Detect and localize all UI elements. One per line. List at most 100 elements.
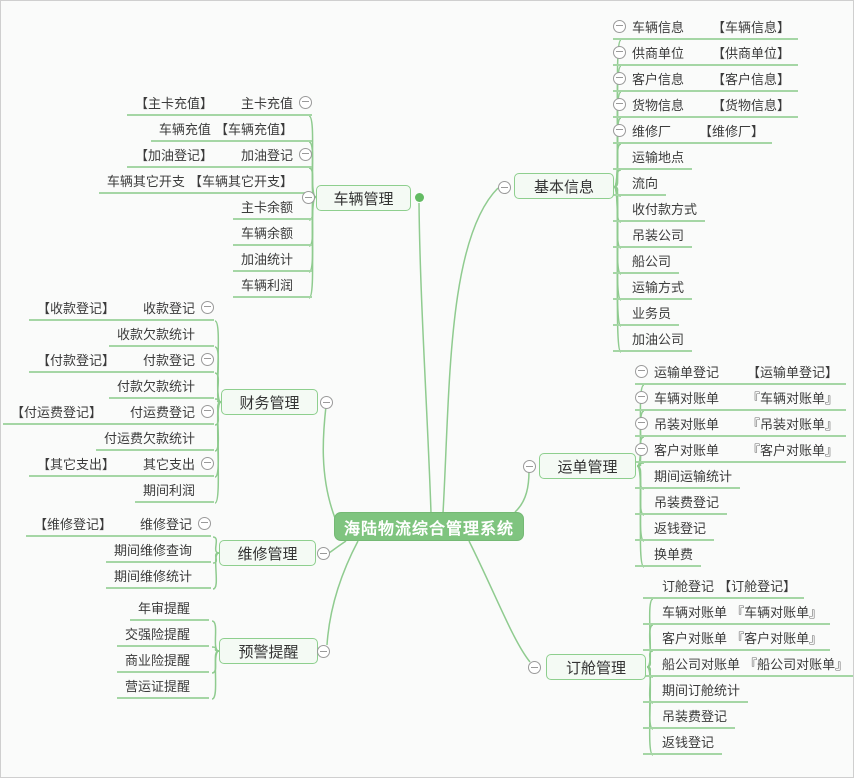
- mindmap-node[interactable]: 车辆利润: [232, 272, 312, 298]
- mindmap-node[interactable]: 船公司: [613, 248, 680, 274]
- collapse-icon[interactable]: [635, 390, 648, 404]
- topic-waybill-management[interactable]: 运单管理: [539, 453, 636, 479]
- collapse-icon[interactable]: [498, 181, 511, 194]
- topic-basic-info[interactable]: 基本信息: [514, 173, 614, 199]
- collapse-icon[interactable]: [201, 300, 214, 314]
- node-label: 收款欠款统计: [116, 327, 195, 343]
- mindmap-node[interactable]: 订舱登记 【订舱登记】: [643, 573, 805, 599]
- mindmap-node[interactable]: 【收款登记】收款登记: [28, 295, 214, 321]
- mindmap-node[interactable]: 期间维修查询: [105, 537, 211, 563]
- mindmap-node[interactable]: 车辆对账单『车辆对账单』: [635, 385, 847, 411]
- mindmap-node[interactable]: 流向: [613, 170, 667, 196]
- mindmap-node[interactable]: 付款欠款统计: [108, 373, 214, 399]
- collapse-icon[interactable]: [613, 123, 626, 137]
- collapse-icon[interactable]: [613, 97, 626, 111]
- collapse-icon[interactable]: [635, 442, 648, 456]
- mindmap-node[interactable]: 【付运费登记】付运费登记: [2, 399, 214, 425]
- collapse-icon[interactable]: [299, 95, 312, 109]
- mindmap-node[interactable]: 交强险提醒: [116, 621, 209, 647]
- mindmap-node[interactable]: 加油公司: [613, 326, 693, 352]
- node-label: 吊装费登记: [662, 709, 728, 725]
- node-label: 收付款方式: [632, 202, 698, 218]
- collapse-icon[interactable]: [635, 364, 648, 378]
- node-tag-label: 『吊装对账单』: [747, 417, 839, 433]
- mindmap-node[interactable]: 维修厂【维修厂】: [613, 118, 773, 144]
- collapse-icon[interactable]: [317, 547, 330, 560]
- mindmap-node[interactable]: 加油统计: [232, 246, 312, 272]
- node-label: 加油统计: [240, 252, 293, 268]
- collapse-icon[interactable]: [201, 456, 214, 470]
- mindmap-node[interactable]: 吊装费登记: [635, 489, 728, 515]
- mindmap-node[interactable]: 车辆其它开支 【车辆其它开支】: [98, 168, 312, 194]
- mindmap-node[interactable]: 业务员: [613, 300, 680, 326]
- mindmap-node[interactable]: 【其它支出】其它支出: [28, 451, 214, 477]
- mindmap-node[interactable]: 收付款方式: [613, 196, 706, 222]
- mindmap-node[interactable]: 客户对账单 『客户对账单』: [643, 625, 831, 651]
- mindmap-node[interactable]: 收款欠款统计: [108, 321, 214, 347]
- node-label: 期间维修查询: [113, 543, 192, 559]
- mindmap-node[interactable]: 吊装对账单 『吊装对账单』: [635, 411, 847, 437]
- mindmap-node[interactable]: 【付款登记】付款登记: [28, 347, 214, 373]
- node-label: 车辆信息: [632, 20, 685, 36]
- mindmap-node[interactable]: 车辆充值 【车辆充值】: [150, 116, 312, 142]
- node-label: 吊装对账单: [654, 417, 720, 433]
- collapse-icon[interactable]: [613, 19, 626, 33]
- mindmap-node[interactable]: 客户信息【客户信息】: [613, 66, 799, 92]
- mindmap-node[interactable]: 船公司对账单 『船公司对账单』: [643, 651, 853, 677]
- mindmap-node[interactable]: 车辆信息 【车辆信息】: [613, 14, 799, 40]
- branch-waybill-rows: 运输单登记【运输单登记】车辆对账单『车辆对账单』吊装对账单 『吊装对账单』客户对账…: [635, 359, 847, 567]
- collapse-icon[interactable]: [528, 661, 541, 674]
- mindmap-node[interactable]: 换单费: [635, 541, 702, 567]
- collapse-icon[interactable]: [523, 460, 536, 473]
- mindmap-node[interactable]: 【加油登记】加油登记: [126, 142, 312, 168]
- collapse-icon[interactable]: [302, 191, 315, 204]
- mindmap-node[interactable]: 返钱登记: [635, 515, 715, 541]
- mindmap-node[interactable]: 吊装费登记: [643, 703, 736, 729]
- mindmap-node[interactable]: 期间利润: [134, 477, 214, 503]
- mindmap-node[interactable]: 期间运输统计: [635, 463, 741, 489]
- mindmap-node[interactable]: 供商单位【供商单位】: [613, 40, 799, 66]
- topic-vehicle-management[interactable]: 车辆管理: [316, 185, 411, 211]
- mindmap-node[interactable]: 运输单登记【运输单登记】: [635, 359, 847, 385]
- node-tag-label: 【加油登记】: [134, 148, 213, 164]
- mindmap-node[interactable]: 运输地点: [613, 144, 693, 170]
- collapse-icon[interactable]: [201, 352, 214, 366]
- topic-finance-management[interactable]: 财务管理: [221, 389, 318, 415]
- mindmap-node[interactable]: 年审提醒: [129, 595, 209, 621]
- mindmap-node[interactable]: 运输方式: [613, 274, 693, 300]
- node-tag-label: 【车辆信息】: [712, 20, 791, 36]
- topic-repair-management[interactable]: 维修管理: [219, 540, 316, 566]
- collapse-icon[interactable]: [198, 516, 211, 530]
- branch-basic-rows: 车辆信息 【车辆信息】供商单位【供商单位】客户信息【客户信息】货物信息【货物信息】…: [613, 14, 799, 352]
- collapse-icon[interactable]: [201, 404, 214, 418]
- collapse-icon[interactable]: [299, 147, 312, 161]
- node-label: 车辆充值 【车辆充值】: [158, 122, 293, 138]
- mindmap-node[interactable]: 【主卡充值】主卡充值: [126, 90, 312, 116]
- node-label: 期间订舱统计: [662, 683, 741, 699]
- collapse-icon[interactable]: [317, 645, 330, 658]
- node-label: 返钱登记: [654, 521, 707, 537]
- mindmap-node[interactable]: 期间订舱统计: [643, 677, 749, 703]
- node-label: 客户对账单 『客户对账单』: [662, 631, 823, 647]
- mindmap-node[interactable]: 付运费欠款统计: [95, 425, 214, 451]
- mindmap-node[interactable]: 【维修登记】维修登记: [25, 511, 211, 537]
- mindmap-node[interactable]: 客户对账单『客户对账单』: [635, 437, 847, 463]
- collapse-icon[interactable]: [635, 416, 648, 430]
- mindmap-node[interactable]: 吊装公司: [613, 222, 693, 248]
- collapse-icon[interactable]: [613, 45, 626, 59]
- collapse-icon[interactable]: [320, 396, 333, 409]
- mindmap-node[interactable]: 车辆余额: [232, 220, 312, 246]
- mindmap-node[interactable]: 期间维修统计: [105, 563, 211, 589]
- mindmap-node[interactable]: 车辆对账单 『车辆对账单』: [643, 599, 831, 625]
- mindmap-node[interactable]: 货物信息【货物信息】: [613, 92, 799, 118]
- mindmap-node[interactable]: 主卡余额: [232, 194, 312, 220]
- node-label: 运输单登记: [654, 365, 720, 381]
- collapse-icon[interactable]: [613, 71, 626, 85]
- node-label: 车辆对账单 『车辆对账单』: [662, 605, 823, 621]
- topic-alert-reminder[interactable]: 预警提醒: [219, 638, 318, 664]
- topic-booking-management[interactable]: 订舱管理: [546, 654, 646, 680]
- mindmap-node[interactable]: 商业险提醒: [116, 647, 209, 673]
- mindmap-node[interactable]: 营运证提醒: [116, 673, 209, 699]
- mindmap-node[interactable]: 返钱登记: [643, 729, 723, 755]
- root-node[interactable]: 海陆物流综合管理系统: [334, 512, 524, 541]
